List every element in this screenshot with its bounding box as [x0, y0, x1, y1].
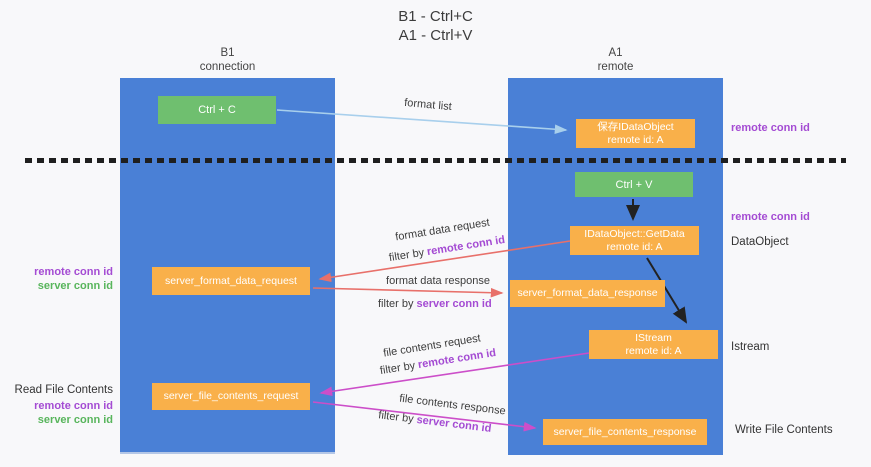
- ctrl-c-box: Ctrl + C: [158, 96, 276, 124]
- ctrl-v-label: Ctrl + V: [615, 178, 653, 191]
- getdata-line2: remote id: A: [606, 240, 663, 253]
- format-data-response-arrow: [312, 287, 504, 298]
- remote-conn-id-right-mid: remote conn id: [731, 211, 810, 223]
- server-file-contents-response-box: server_file_contents_response: [543, 419, 707, 445]
- save-idataobject-line1: 保存IDataObject: [597, 120, 674, 133]
- server-conn-id-text: server conn id: [416, 298, 492, 310]
- remote-conn-id-left-mid: remote conn id: [34, 266, 113, 278]
- left-column-role: connection: [199, 61, 256, 73]
- server-conn-id-left-bottom: server conn id: [37, 414, 113, 426]
- read-file-contents-label: Read File Contents: [14, 384, 113, 396]
- title-line-2: A1 - Ctrl+V: [398, 27, 473, 44]
- format-data-response-label: format data response: [386, 275, 490, 287]
- format-request-label: server_format_data_request: [165, 274, 297, 287]
- server-file-contents-request-box: server_file_contents_request: [152, 383, 310, 410]
- remote-conn-id-text: remote conn id: [426, 233, 506, 259]
- server-conn-id-text: server conn id: [415, 413, 492, 435]
- right-column-role: remote: [597, 61, 634, 73]
- left-column-header: B1 connection: [120, 46, 335, 74]
- save-idataobject-line2: remote id: A: [607, 133, 664, 146]
- right-column-header: A1 remote: [508, 46, 723, 74]
- ctrl-v-box: Ctrl + V: [575, 172, 693, 197]
- right-column-name: A1: [608, 47, 623, 59]
- ctrl-c-label: Ctrl + C: [198, 104, 236, 116]
- file-request-label: server_file_contents_request: [163, 390, 299, 402]
- dataobject-label: DataObject: [731, 236, 789, 248]
- save-idataobject-box: 保存IDataObject remote id: A: [576, 119, 695, 148]
- remote-conn-id-right-top: remote conn id: [731, 122, 810, 134]
- write-file-contents-label: Write File Contents: [735, 424, 833, 436]
- diagram-title: B1 - Ctrl+C A1 - Ctrl+V: [0, 7, 871, 45]
- istream-side-label: Istream: [731, 341, 770, 353]
- idataobject-getdata-box: IDataObject::GetData remote id: A: [570, 226, 699, 255]
- title-line-1: B1 - Ctrl+C: [398, 8, 473, 25]
- dashed-separator-line: [25, 158, 846, 163]
- getdata-line1: IDataObject::GetData: [584, 227, 685, 240]
- left-column-name: B1: [220, 47, 235, 59]
- istream-line1: IStream: [635, 331, 672, 344]
- filter-by-text: filter by: [378, 298, 414, 310]
- format-list-label: format list: [403, 96, 453, 114]
- file-response-label: server_file_contents_response: [553, 425, 697, 438]
- filter-by-text: filter by: [379, 359, 417, 378]
- server-format-data-request-box: server_format_data_request: [152, 267, 310, 295]
- istream-box: IStream remote id: A: [589, 330, 718, 359]
- istream-line2: remote id: A: [625, 344, 682, 357]
- server-format-data-response-box: server_format_data_response: [510, 280, 665, 307]
- filter-by-text: filter by: [388, 246, 426, 265]
- remote-conn-id-left-bottom: remote conn id: [34, 400, 113, 412]
- format-response-label: server_format_data_response: [517, 287, 658, 299]
- filter-by-text: filter by: [377, 409, 415, 426]
- server-conn-id-left-mid: server conn id: [37, 280, 113, 292]
